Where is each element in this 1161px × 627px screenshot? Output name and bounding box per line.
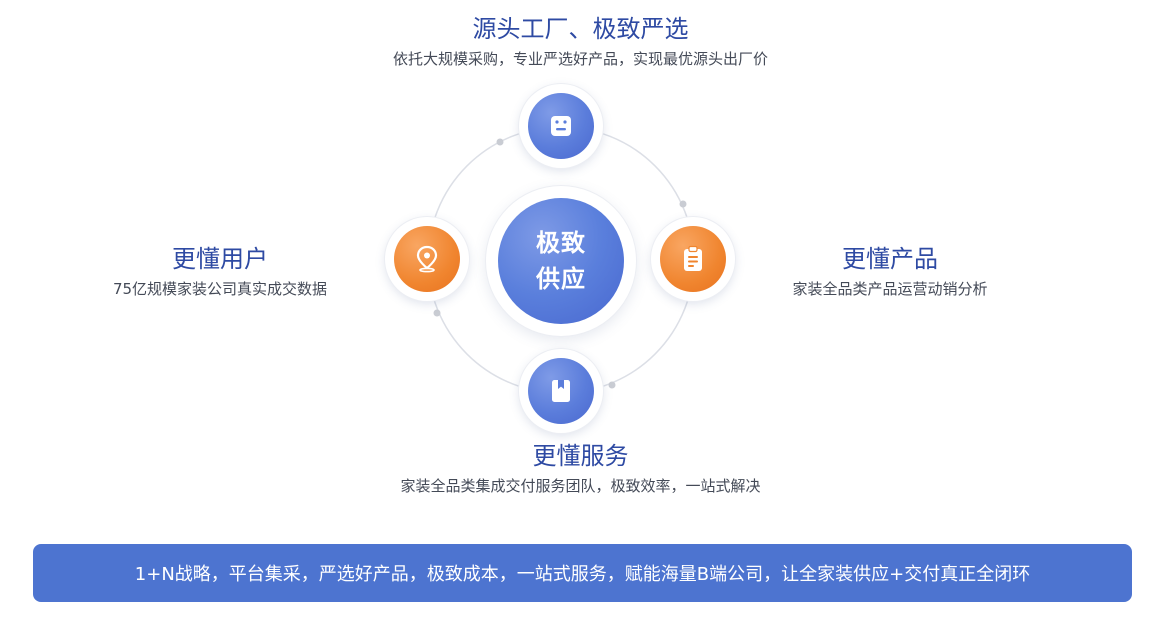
ring-dot xyxy=(496,138,504,146)
center-label-line1: 极致 xyxy=(536,229,586,257)
node-left xyxy=(385,217,469,301)
center-label-line2: 供应 xyxy=(536,265,586,293)
left-description: 75亿规模家装公司真实成交数据 xyxy=(112,280,328,298)
node-top-disc xyxy=(528,93,594,159)
top-title: 源头工厂、极致严选 xyxy=(472,15,689,43)
top-label-block: 源头工厂、极致严选 依托大规模采购，专业严选好产品，实现最优源头出厂价 xyxy=(0,14,1161,70)
node-bottom-disc xyxy=(528,358,594,424)
bottom-description: 家装全品类集成交付服务团队，极致效率，一站式解决 xyxy=(400,477,761,495)
tag-icon xyxy=(551,116,571,136)
ring-dot xyxy=(433,309,441,317)
left-title: 更懂用户 xyxy=(172,245,268,273)
node-right-disc xyxy=(660,226,726,292)
strategy-banner: 1+N战略，平台集采，严选好产品，极致成本，一站式服务，赋能海量B端公司，让全家… xyxy=(33,544,1132,602)
ring-dot xyxy=(679,200,687,208)
node-left-disc xyxy=(394,226,460,292)
bottom-title: 更懂服务 xyxy=(532,442,629,470)
right-label-block: 更懂产品 家装全品类产品运营动销分析 xyxy=(730,244,1050,300)
location-pin-icon xyxy=(416,245,438,273)
left-label-block: 更懂用户 75亿规模家装公司真实成交数据 xyxy=(60,244,380,300)
top-description: 依托大规模采购，专业严选好产品，实现最优源头出厂价 xyxy=(392,50,768,68)
strategy-banner-text: 1+N战略，平台集采，严选好产品，极致成本，一站式服务，赋能海量B端公司，让全家… xyxy=(134,564,1031,585)
node-right xyxy=(651,217,735,301)
node-top xyxy=(519,84,603,168)
book-icon xyxy=(552,380,570,402)
bottom-label-block: 更懂服务 家装全品类集成交付服务团队，极致效率，一站式解决 xyxy=(0,441,1161,497)
right-description: 家装全品类产品运营动销分析 xyxy=(792,280,988,298)
ring-dot xyxy=(608,381,616,389)
center-disc: 极致 供应 xyxy=(498,198,624,324)
clipboard-icon xyxy=(684,245,702,271)
right-title: 更懂产品 xyxy=(842,245,938,273)
node-bottom xyxy=(519,349,603,433)
center-hub: 极致 供应 xyxy=(486,186,636,336)
